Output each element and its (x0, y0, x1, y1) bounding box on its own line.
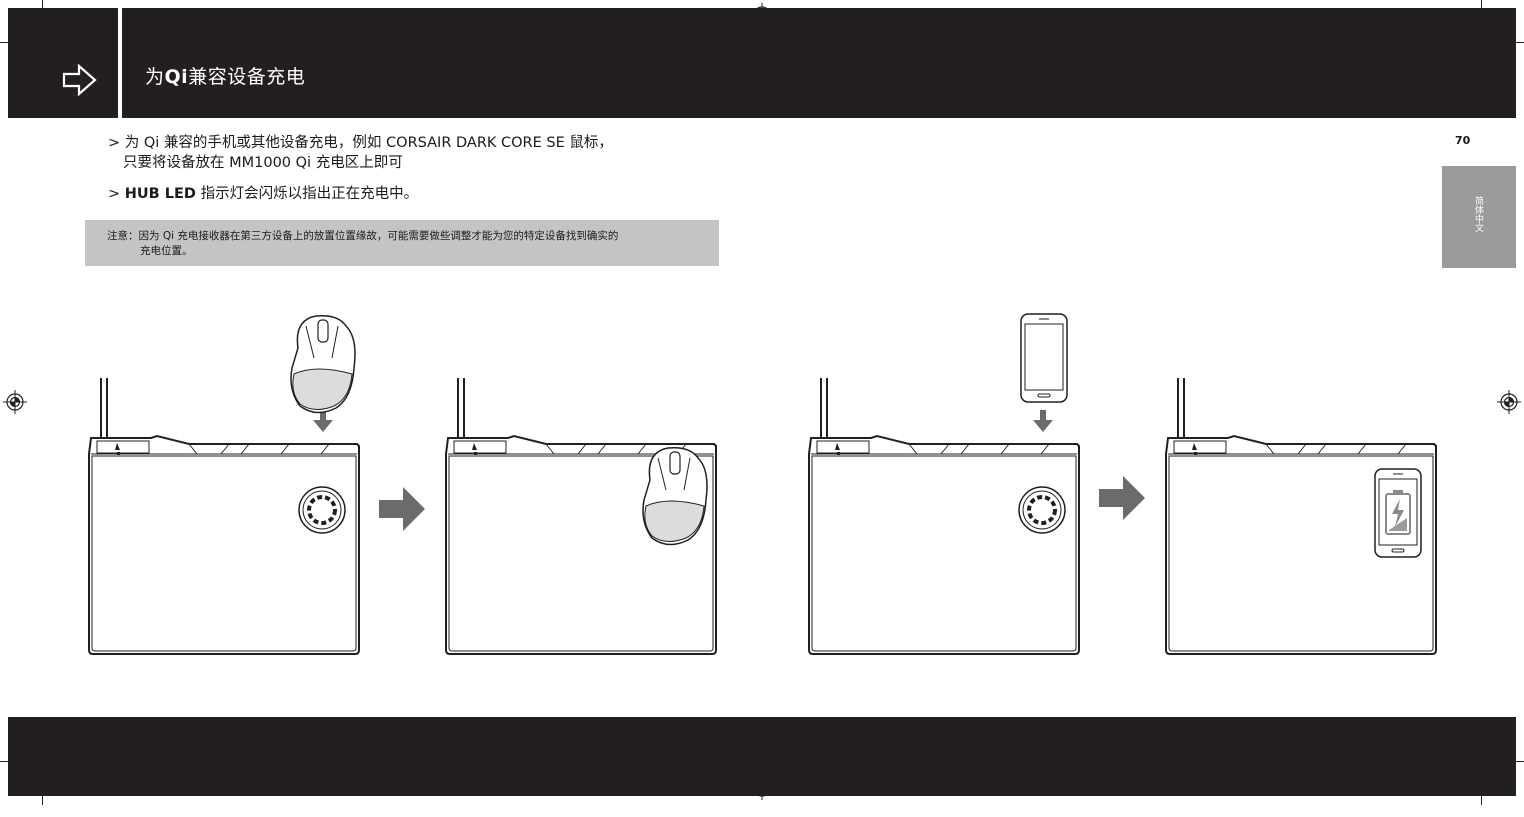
registration-mark-icon (750, 776, 774, 800)
right-arrow-icon (1099, 476, 1145, 520)
down-arrow-icon (313, 410, 333, 432)
right-arrow-icon (379, 487, 425, 531)
registration-mark-icon (3, 390, 27, 414)
registration-mark-icon (750, 3, 774, 27)
registration-mark-icon (1497, 390, 1521, 414)
qi-charge-zone-icon (299, 487, 345, 533)
mouse-icon (291, 316, 355, 413)
phone-icon (1021, 314, 1067, 402)
mouse-icon (643, 448, 707, 545)
qi-charge-zone-icon (1019, 487, 1065, 533)
down-arrow-icon (1033, 410, 1053, 432)
